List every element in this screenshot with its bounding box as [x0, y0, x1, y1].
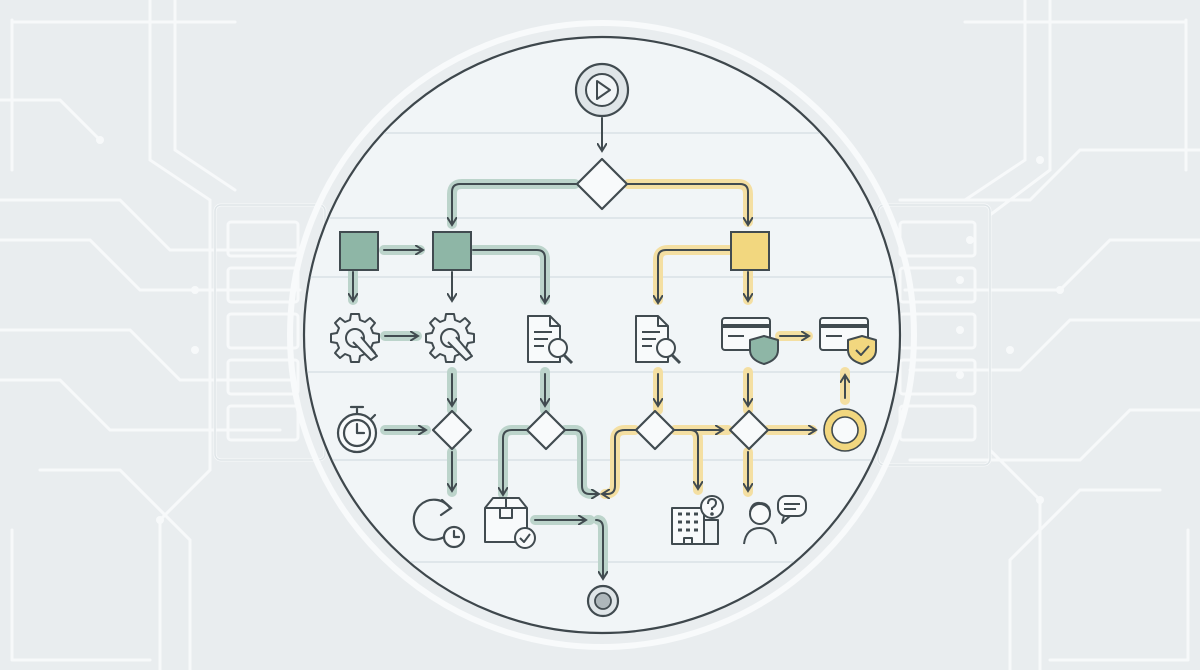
document-search-icon — [527, 315, 574, 365]
decision-diamond-b — [525, 409, 567, 451]
circuit-nodes — [96, 136, 1064, 524]
credit-card-shield-icon — [819, 317, 877, 365]
decision-diamonds — [431, 157, 770, 451]
decision-diamond-c — [634, 409, 676, 451]
process-square-green-2 — [432, 231, 472, 271]
document-search-icon — [635, 315, 682, 365]
credit-card-shield-icon — [721, 317, 779, 365]
play-icon — [574, 62, 630, 118]
gear-wrench-icon — [330, 313, 380, 363]
process-square-green-1 — [339, 231, 379, 271]
stopwatch-icon — [336, 405, 378, 454]
flow-arrows — [353, 117, 845, 578]
process-square-yellow — [730, 231, 770, 271]
gear-wrench-icon — [425, 313, 475, 363]
decision-diamond-a — [431, 409, 473, 451]
decision-diamond-d — [728, 409, 770, 451]
yellow-ring-node — [823, 408, 867, 452]
decision-diamond-top — [575, 157, 629, 211]
refresh-clock-icon — [412, 498, 466, 549]
package-check-icon — [484, 497, 536, 549]
process-squares — [339, 231, 770, 271]
person-chat-icon — [743, 495, 807, 545]
outer-glow-ring — [287, 20, 917, 650]
end-node-icon — [586, 584, 620, 618]
building-question-icon — [671, 495, 724, 545]
